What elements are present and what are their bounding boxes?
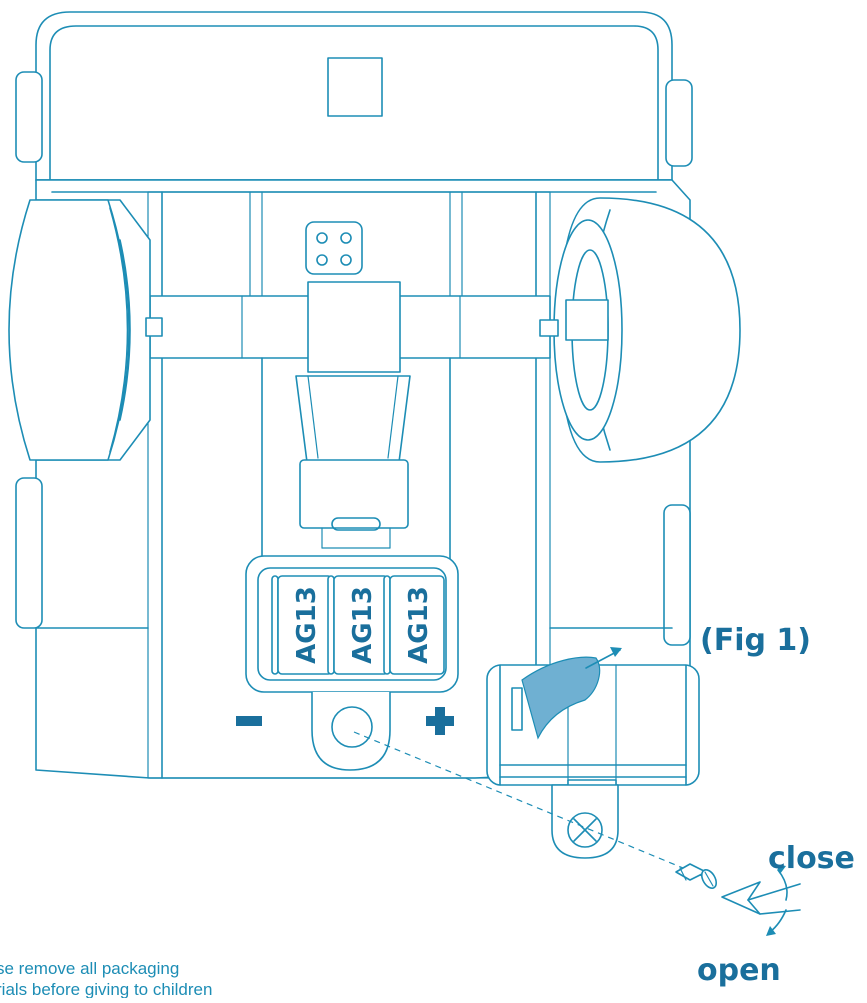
battery-cell: AG13 xyxy=(271,575,333,675)
open-arrow-icon xyxy=(766,926,776,936)
battery-label-1: AG13 xyxy=(292,586,322,664)
note-line-2: rials before giving to children xyxy=(0,980,212,998)
open-label: open xyxy=(697,953,781,988)
battery-cell: AG13 xyxy=(383,575,445,675)
arrow-head-icon xyxy=(610,647,622,657)
mount-plate xyxy=(305,221,363,275)
close-label: close xyxy=(768,841,855,876)
screw-path-line xyxy=(353,731,713,881)
center-linkage xyxy=(261,357,451,561)
plus-sign-icon xyxy=(426,707,454,735)
close-arrow-icon xyxy=(776,864,786,874)
battery-holder: AG13 AG13 AG13 xyxy=(245,555,459,693)
battery-label-3: AG13 xyxy=(404,586,434,664)
battery-cell: AG13 xyxy=(327,575,389,675)
left-wheel xyxy=(8,199,163,461)
screw-icon xyxy=(675,863,718,889)
minus-sign-icon xyxy=(236,716,262,726)
rotation-arrows xyxy=(766,864,788,936)
axle-crossbar xyxy=(149,281,551,373)
top-bumper xyxy=(15,11,693,181)
fig-label: (Fig 1) xyxy=(700,623,811,658)
screwdriver-tip xyxy=(721,881,801,915)
battery-label-2: AG13 xyxy=(348,586,378,664)
note-line-1: se remove all packaging xyxy=(0,959,179,978)
top-square xyxy=(327,57,383,117)
release-tab xyxy=(521,656,601,740)
polarity-marks xyxy=(236,707,454,735)
battery-cover xyxy=(486,647,700,859)
right-wheel xyxy=(539,197,741,463)
screw-boss xyxy=(311,692,391,771)
